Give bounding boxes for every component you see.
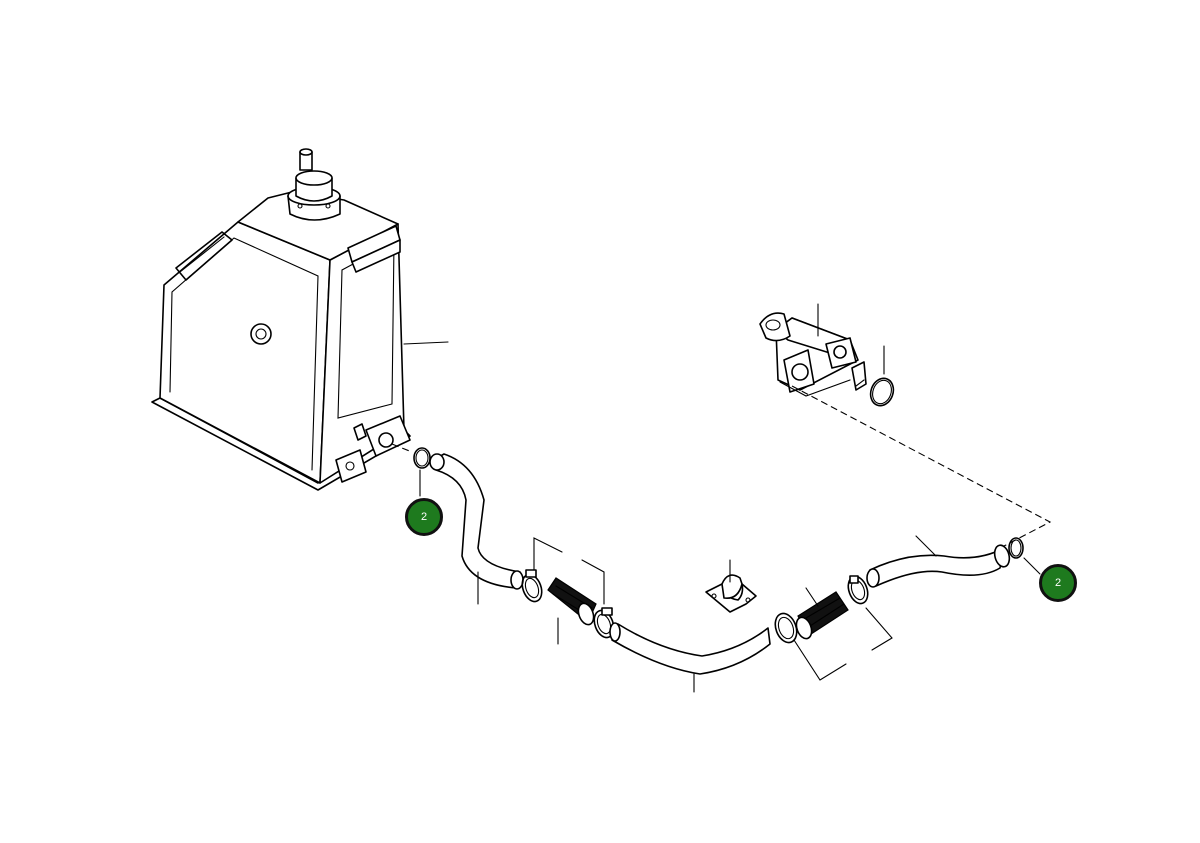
callout-label: 2 — [420, 511, 428, 523]
valve-assembly — [759, 303, 895, 407]
hose-clamp-pair-left — [521, 537, 615, 639]
flexible-hose-left — [547, 577, 597, 645]
flow-centreline — [791, 385, 1052, 547]
flexible-hose-right — [795, 587, 849, 640]
tank-outlet-centreline — [391, 443, 413, 453]
hose-clamp-pair-right — [774, 575, 893, 681]
callout-badge-2-left[interactable]: 2 — [405, 498, 443, 536]
hydraulic-tank — [151, 148, 449, 491]
mounting-bracket — [705, 559, 757, 613]
callout-label: 2 — [1054, 577, 1062, 589]
valve-hose — [866, 535, 1041, 588]
callout-badge-2-right[interactable]: 2 — [1039, 564, 1077, 602]
suction-hose-lower — [609, 622, 771, 693]
suction-hose-upper — [413, 447, 524, 605]
